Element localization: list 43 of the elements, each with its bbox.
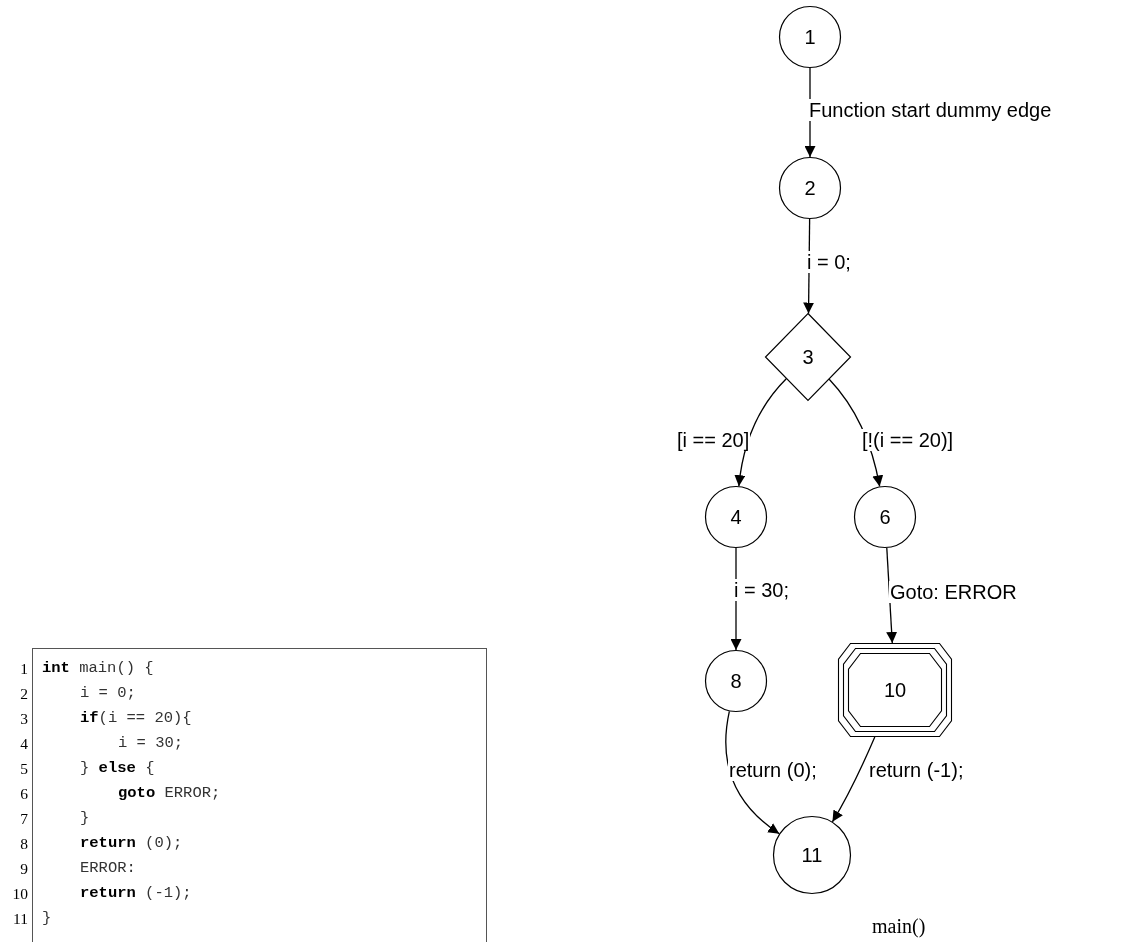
line-number: 6 — [19, 786, 28, 802]
code-line: ERROR: — [80, 861, 136, 877]
edge-label: [i == 20] — [676, 429, 751, 451]
line-number: 5 — [19, 761, 28, 777]
line-number: 10 — [11, 886, 28, 902]
code-line: } — [42, 911, 52, 927]
line-number: 8 — [19, 836, 28, 852]
arrow — [734, 378, 787, 487]
code-line: if(i == 20){ — [80, 711, 192, 727]
state-circle: 11 — [773, 816, 851, 894]
state-circle: 4 — [705, 486, 767, 548]
arrow — [886, 547, 898, 644]
state-circle: 6 — [854, 486, 916, 548]
line-number: 3 — [19, 711, 28, 727]
edge-label: [!(i == 20)] — [861, 429, 955, 451]
decision-diamond: 3 — [765, 313, 851, 401]
graph-caption: main() — [872, 915, 926, 938]
state-circle: 2 — [779, 157, 841, 219]
code-line: } else { — [80, 761, 155, 777]
arrow — [725, 710, 780, 835]
state-circle: 8 — [705, 650, 767, 712]
line-number: 11 — [12, 911, 28, 927]
state-circle: 1 — [779, 6, 841, 68]
line-number: 7 — [19, 811, 28, 827]
line-number: 1 — [19, 661, 28, 677]
code-line: int main() { — [42, 661, 154, 677]
code-line: i = 30; — [118, 736, 184, 752]
edge-label: return (-1); — [868, 759, 965, 781]
line-number: 2 — [19, 686, 28, 702]
arrow — [831, 736, 876, 823]
code-line: return (0); — [80, 836, 183, 852]
line-number: 4 — [19, 736, 28, 752]
code-line: goto ERROR; — [118, 786, 221, 802]
code-line: i = 0; — [80, 686, 136, 702]
edge-label: i = 30; — [733, 579, 791, 601]
edge-label: i = 0; — [806, 251, 852, 273]
error-octagon: 10 — [838, 643, 952, 737]
edge-label: return (0); — [728, 759, 818, 781]
code-line: } — [80, 811, 90, 827]
line-number: 9 — [19, 861, 28, 877]
edge-label: Function start dummy edge — [808, 99, 1053, 121]
edge-label: Goto: ERROR — [889, 581, 1018, 603]
code-line: return (-1); — [80, 886, 192, 902]
